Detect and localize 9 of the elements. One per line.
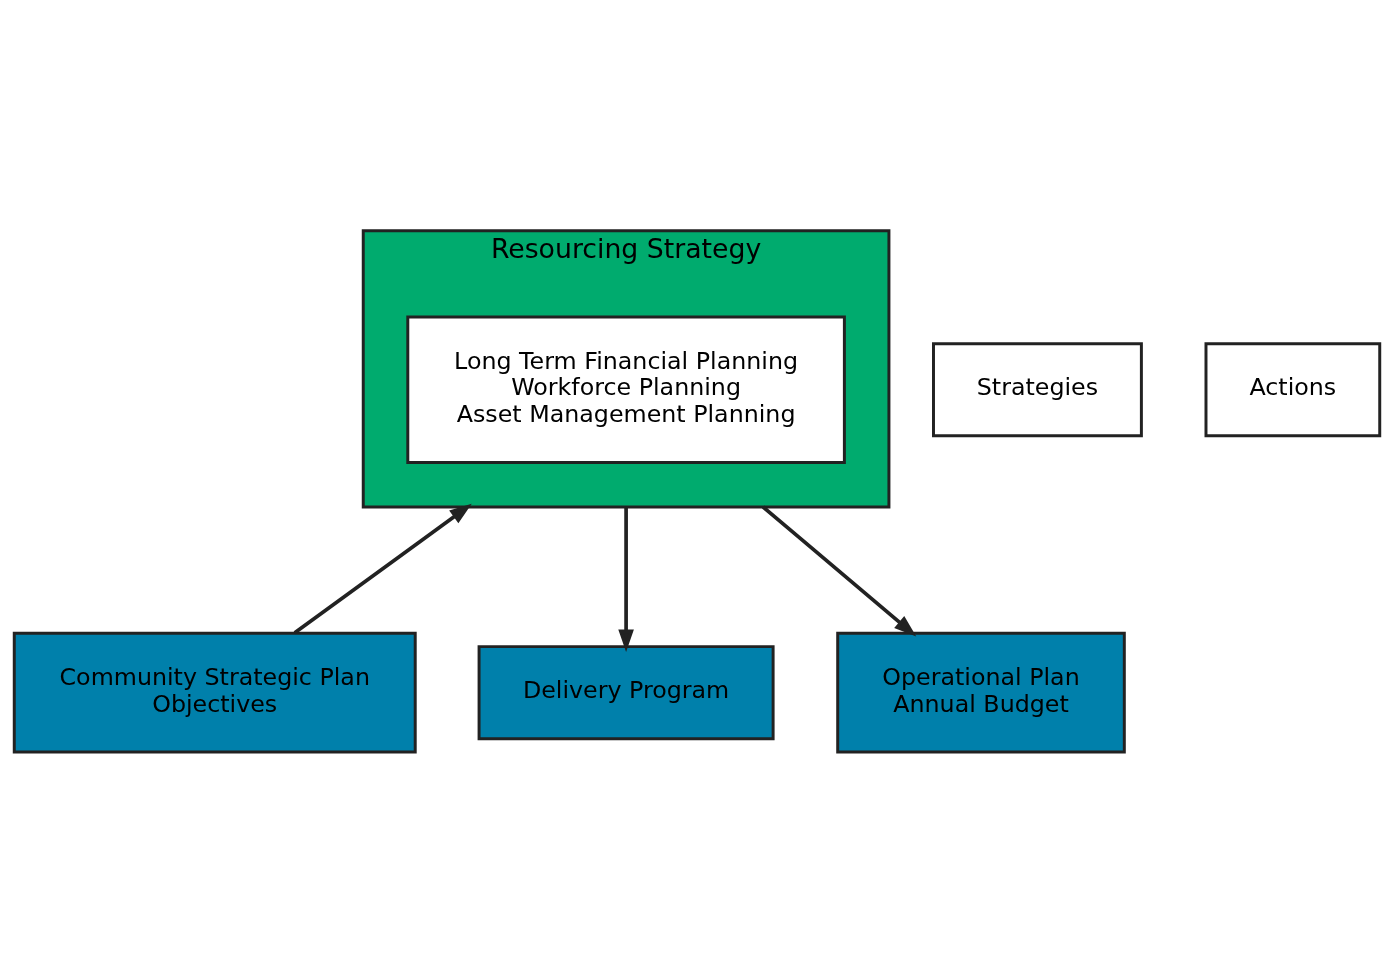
node-box: Community Strategic Plan Objectives <box>12 631 417 754</box>
arrow <box>761 505 917 636</box>
node-box: Operational Plan Annual Budget <box>836 631 1126 754</box>
arrow <box>293 503 472 634</box>
node-box: Actions <box>1204 341 1382 437</box>
node-box: Delivery Program <box>477 644 775 740</box>
arrow <box>618 506 634 652</box>
node-box: Long Term Financial Planning Workforce Planning Asset Management Planning <box>406 314 846 464</box>
node-box: Strategies <box>932 341 1143 437</box>
